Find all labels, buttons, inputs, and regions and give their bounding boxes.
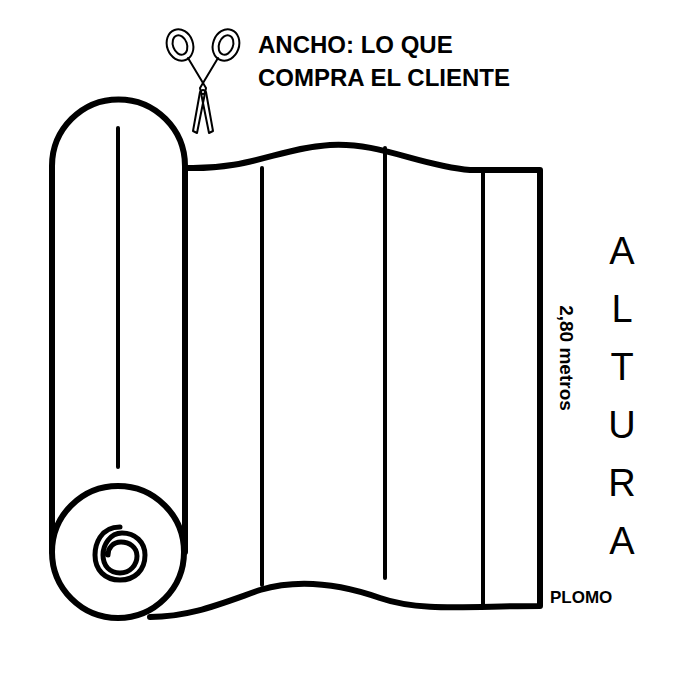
wallpaper-sheet	[150, 145, 540, 617]
width-heading: ANCHO: LO QUE COMPRA EL CLIENTE	[258, 28, 543, 94]
height-dimension: 2,80 metros	[555, 305, 577, 411]
height-letters: ALTURA	[603, 222, 641, 570]
plumb-note: PLOMO	[550, 588, 612, 608]
wallpaper-roll	[52, 100, 185, 619]
scissors-icon	[162, 26, 243, 133]
